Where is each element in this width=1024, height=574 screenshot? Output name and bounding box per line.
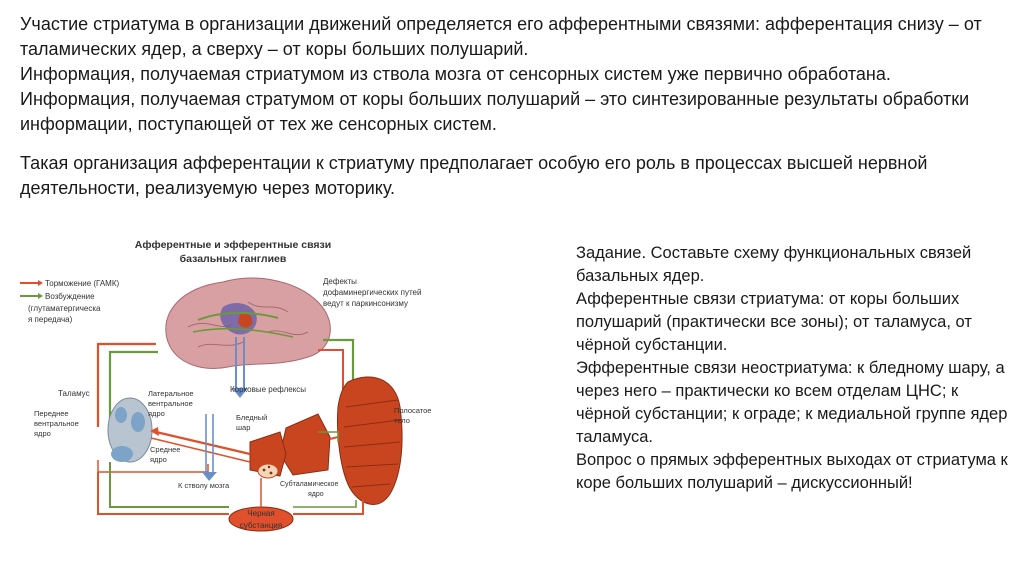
subthalamic-label: Субталамическое <box>280 480 338 488</box>
task-text: Задание. Составьте схему функциональных … <box>576 242 1008 495</box>
excitation-path <box>318 431 339 442</box>
anterior-nucleus-shape <box>115 407 127 423</box>
defects-label: дофаминергических путей <box>323 288 421 297</box>
anterior-nucleus-label: Переднее <box>34 409 69 418</box>
defects-label: ведут к паркинсонизму <box>323 299 408 308</box>
task-paragraph: Афферентные связи стриатума: от коры бол… <box>576 290 972 354</box>
nucleus-dot <box>262 468 266 472</box>
task-paragraph: Вопрос о прямых эфферентных выходах от с… <box>576 451 1008 492</box>
inhibition-path <box>293 500 364 515</box>
inhibition-path <box>318 349 344 400</box>
nigra-label: субстанция <box>240 521 282 530</box>
excitation-path <box>192 327 294 338</box>
nucleus-dot <box>269 471 273 475</box>
excitation-path <box>293 500 357 508</box>
arrow-icon <box>150 427 159 436</box>
anterior-nucleus-label: ядро <box>34 429 51 438</box>
middle-nucleus-shape <box>111 446 133 462</box>
intro-text: Участие стриатума в организации движений… <box>20 12 1010 201</box>
arrow-icon <box>38 293 43 299</box>
inhibition-path <box>97 472 229 515</box>
intro-paragraph: Участие стриатума в организации движений… <box>20 14 982 59</box>
excitation-path <box>197 311 279 321</box>
thalamus-label: Таламус <box>58 389 90 398</box>
diagram-title: базальных ганглиев <box>180 253 287 265</box>
inhibition-path <box>96 342 156 427</box>
brainstem-label: К стволу мозга <box>178 481 230 490</box>
striatum-stripes <box>343 399 401 488</box>
lateral-nucleus-label: Латеральное <box>148 389 194 398</box>
arrow-icon <box>232 388 248 398</box>
legend-inhibition: Торможение (ГАМК) <box>45 279 120 288</box>
diagram-svg: Афферентные и эфферентные связи базальны… <box>20 239 431 532</box>
task-paragraph: Эфферентные связи неостриатума: к бледно… <box>576 359 1008 446</box>
task-paragraph: Задание. Составьте схему функциональных … <box>576 244 972 285</box>
intro-paragraph: Такая организация афферентации к стриату… <box>20 153 928 198</box>
striatum-small-shape <box>238 312 253 328</box>
diagram-title: Афферентные и эфферентные связи <box>135 239 331 251</box>
subthalamic-nucleus-shape <box>257 463 279 479</box>
lateral-nucleus-label: вентральное <box>148 399 193 408</box>
inhibition-path <box>97 460 209 473</box>
legend-excitation: (глутаматергическа <box>28 304 101 313</box>
arrow-icon <box>202 472 217 481</box>
subthalamic-label: ядро <box>308 491 324 498</box>
basal-ganglia-diagram: Афферентные и эфферентные связи базальны… <box>18 232 448 562</box>
inhibition-path <box>155 430 251 456</box>
lateral-nucleus-label: ядро <box>148 409 165 418</box>
striatum-label: Полосатое <box>394 406 431 415</box>
lateral-nucleus-shape <box>131 412 145 432</box>
arrow-icon <box>38 280 43 286</box>
intro-paragraph: Информация, получаемая стратумом от коры… <box>20 89 970 134</box>
inhibition-path <box>150 437 251 463</box>
middle-nucleus-label: Среднее <box>150 445 180 454</box>
globus-pallidus-label: шар <box>236 423 250 432</box>
cortex-gyri <box>187 301 309 348</box>
globus-pallidus-outer-shape <box>279 413 331 476</box>
globus-pallidus-inner-shape <box>249 431 287 477</box>
middle-nucleus-label: ядро <box>150 455 167 464</box>
legend-excitation: Возбуждение <box>45 292 95 301</box>
nucleus-dot <box>267 465 271 469</box>
globus-pallidus-label: Бледный <box>236 413 267 422</box>
defects-label: Дефекты <box>323 277 357 286</box>
anterior-nucleus-label: вентральное <box>34 419 79 428</box>
nigra-label: Черная <box>247 509 274 518</box>
legend-excitation: я передача) <box>28 315 73 324</box>
striatum-label: тело <box>394 416 410 425</box>
cortical-reflexes-label: Корковые рефлексы <box>230 385 306 394</box>
excitation-path <box>109 462 229 508</box>
excitation-path <box>108 350 158 427</box>
striatum-shape <box>337 376 403 505</box>
intro-paragraph: Информация, получаемая стриатумом из ств… <box>20 64 891 84</box>
inhibition-path <box>329 436 339 440</box>
